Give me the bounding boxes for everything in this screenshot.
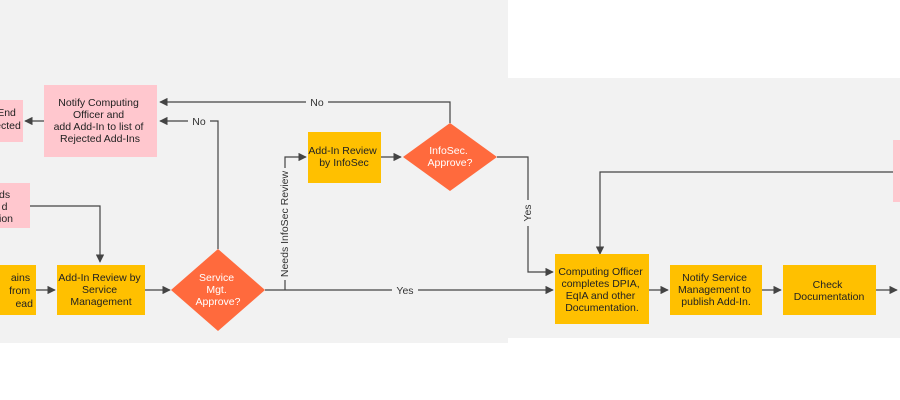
node-review-service [57,265,145,315]
edge-needs-doc-to-review [30,205,105,263]
edge-label-no-service: No [192,116,206,128]
edge-label-yes-service: Yes [396,285,413,297]
edge-label-bg-no-top [306,95,328,109]
node-review-infosec-text: Add-In Review by InfoSec [308,145,379,169]
node-obtains [0,265,36,315]
node-needs-doc [0,183,30,228]
edge-label-no-top: No [310,97,324,109]
node-review-service-text: Add-In Review by Service Management [58,272,143,308]
node-service-approve [171,249,265,331]
edge-label-bg-needs-infosec [278,168,292,280]
node-service-approve-text: Service Mgt. Approve? [196,272,241,308]
edge-label-bg-yes-service [392,283,418,297]
node-obtains-text: ains from ead [9,272,33,310]
node-review-infosec [308,132,381,183]
node-infosec-approve [403,123,497,191]
node-end-rejected-text: End ected [0,107,21,132]
node-completes-dpia [555,254,649,324]
node-completes-dpia-text: Computing Officer completes DPIA, EqIA a… [558,266,645,314]
node-notify-publish-text: Notify Service Management to publish Add… [678,272,754,308]
node-check-doc-text: Check Documentation [794,279,865,303]
edge-service-no [159,116,219,249]
edge-label-bg-no-service [188,114,210,128]
node-notify-publish [670,265,762,315]
node-check-doc [783,265,876,315]
node-infosec-approve-text: InfoSec. Approve? [428,145,473,169]
node-notify-rejected-text: Notify Computing Officer and add Add-In … [54,97,147,145]
edge-label-yes-infosec: Yes [522,204,534,221]
node-pink-right [893,140,900,202]
node-notify-rejected [44,85,157,157]
edge-label-bg-yes-infosec [521,200,535,226]
edge-feedback-to-dpia [595,171,900,255]
edge-label-needs-infosec: Needs InfoSec Review [279,170,291,277]
edge-infosec-no [159,97,451,123]
node-end-rejected [0,100,23,142]
node-needs-doc-text: ds d ion [0,189,13,225]
